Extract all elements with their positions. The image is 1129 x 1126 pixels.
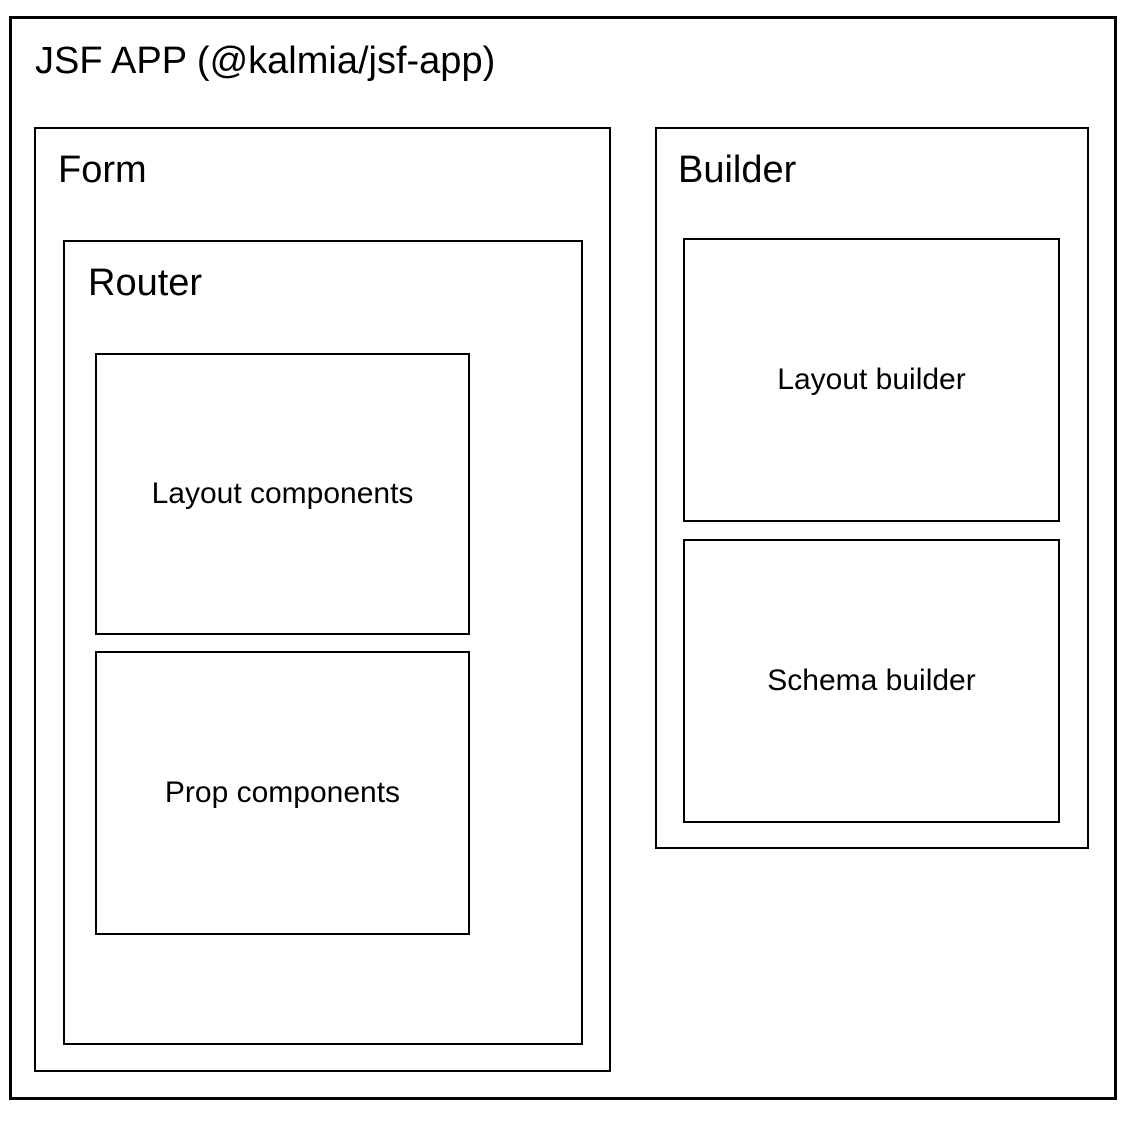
app-title: JSF APP (@kalmia/jsf-app) bbox=[35, 40, 496, 82]
prop-components-label: Prop components bbox=[164, 776, 401, 809]
router-box: Router Layout components Prop components bbox=[63, 240, 583, 1045]
layout-builder-label: Layout builder bbox=[777, 363, 966, 396]
layout-components-box: Layout components bbox=[95, 353, 470, 635]
schema-builder-box: Schema builder bbox=[683, 539, 1060, 823]
layout-builder-box: Layout builder bbox=[683, 238, 1060, 522]
builder-title: Builder bbox=[678, 149, 797, 191]
layout-components-label: Layout components bbox=[151, 477, 414, 510]
schema-builder-label: Schema builder bbox=[767, 664, 976, 697]
form-title: Form bbox=[58, 149, 147, 191]
builder-box: Builder Layout builder Schema builder bbox=[655, 127, 1089, 849]
app-container-box: JSF APP (@kalmia/jsf-app) Form Router La… bbox=[9, 16, 1117, 1100]
prop-components-box: Prop components bbox=[95, 651, 470, 935]
router-title: Router bbox=[88, 262, 203, 304]
form-box: Form Router Layout components Prop compo… bbox=[34, 127, 611, 1072]
